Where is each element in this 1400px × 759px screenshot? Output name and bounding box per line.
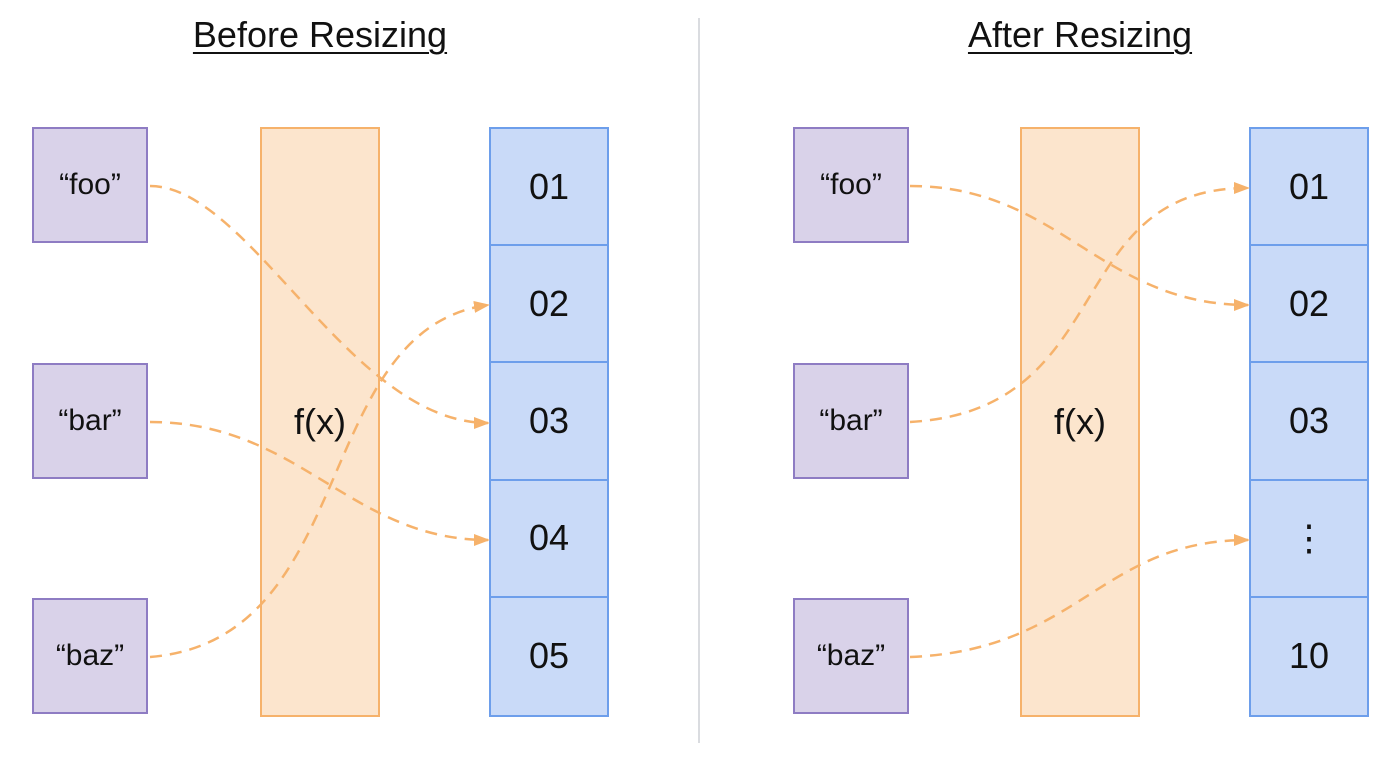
panel-divider bbox=[698, 18, 700, 743]
before-key-bar: “bar” bbox=[32, 363, 148, 479]
before-bucket-03: 03 bbox=[491, 363, 607, 481]
before-bucket-02: 02 bbox=[491, 246, 607, 364]
after-bucket-03: 03 bbox=[1251, 363, 1367, 481]
before-key-foo: “foo” bbox=[32, 127, 148, 243]
after-bucket-02: 02 bbox=[1251, 246, 1367, 364]
before-hash-function: f(x) bbox=[260, 127, 380, 717]
before-bucket-04: 04 bbox=[491, 481, 607, 598]
before-key-baz: “baz” bbox=[32, 598, 148, 714]
before-panel-title: Before Resizing bbox=[192, 14, 448, 55]
after-key-foo: “foo” bbox=[793, 127, 909, 243]
after-hash-label: f(x) bbox=[1054, 401, 1106, 442]
before-bucket-01: 01 bbox=[491, 129, 607, 247]
before-hash-label: f(x) bbox=[294, 401, 346, 442]
after-key-baz: “baz” bbox=[793, 598, 909, 714]
before-bucket-05: 05 bbox=[528, 635, 570, 677]
after-bucket-10: 10 bbox=[1288, 635, 1330, 677]
after-hash-function: f(x) bbox=[1020, 127, 1140, 717]
after-key-bar: “bar” bbox=[793, 363, 909, 479]
after-bucket-ellipsis: ⋮ bbox=[1251, 481, 1367, 598]
after-bucket-01: 01 bbox=[1251, 129, 1367, 247]
after-bucket-column: 01 02 03 ⋮ 10 bbox=[1249, 127, 1369, 717]
after-panel-title: After Resizing bbox=[967, 14, 1193, 55]
before-bucket-column: 01 02 03 04 05 bbox=[489, 127, 609, 717]
